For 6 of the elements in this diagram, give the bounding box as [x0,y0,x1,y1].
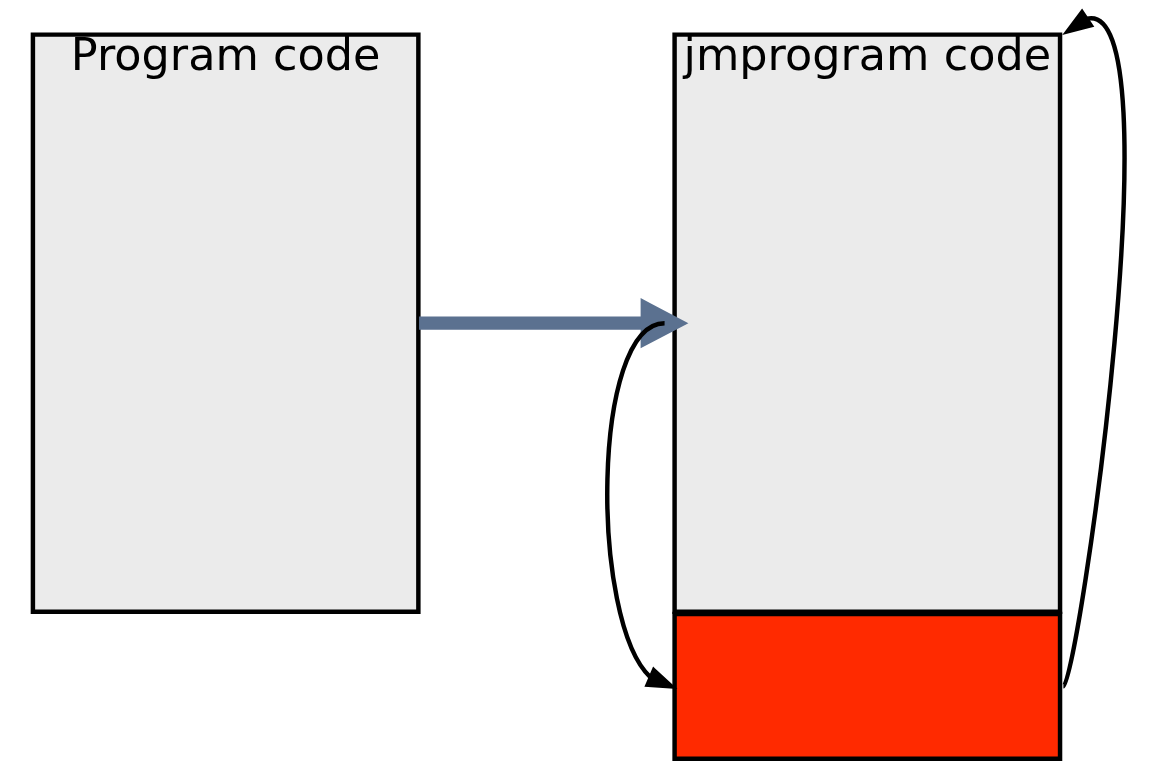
node-box: Program code [30,32,421,614]
node-box [672,611,1063,761]
arrow [419,298,689,349]
arrow [605,321,678,690]
arrow [1061,8,1127,688]
node-box: jmprogram code [672,32,1063,614]
